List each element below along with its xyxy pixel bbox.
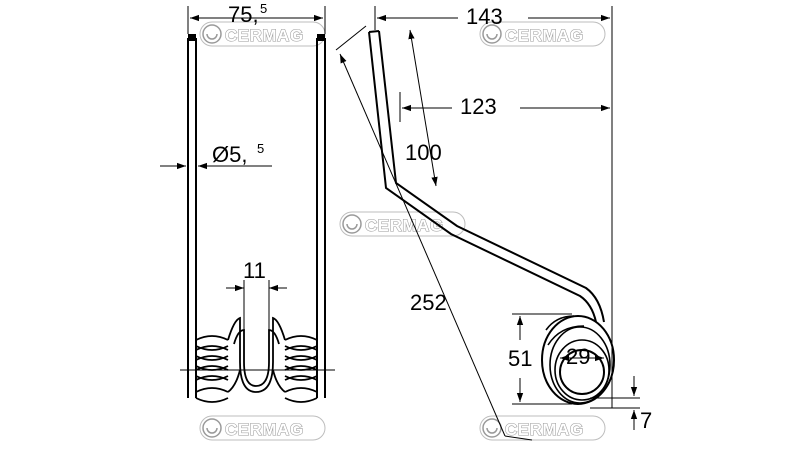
watermark-bottom-left: CERMAG [199,415,326,441]
dim-label-gap: 11 [243,258,266,283]
center-loop [227,316,286,393]
dim-total-length: 252 [335,25,533,441]
dim-upper-leg: 100 [405,29,442,187]
dim-label-7: 7 [640,408,652,433]
tine-outline-right [378,30,605,323]
watermark-top-left: CERMAG [199,21,326,47]
dim-coil-inner: 29 [560,344,604,369]
watermark-text: CERMAG [505,26,584,45]
dim-label-width: 75, [228,2,259,27]
dim-label-width-sup: 5 [260,1,267,16]
watermark-text: CERMAG [225,26,304,45]
right-tine [316,34,326,398]
front-view [180,34,335,403]
left-coil [195,335,229,403]
tine-outline-left [368,31,597,323]
dim-label-diameter-sup: 5 [257,141,264,156]
dim-label-diameter: Ø5, [212,142,247,167]
watermark-text: CERMAG [365,216,444,235]
left-tine [187,34,197,398]
dim-loop-gap: 11 [226,258,287,330]
dim-label-29: 29 [566,344,590,369]
watermark-text: CERMAG [225,420,304,439]
dim-coil-outer: 51 [508,313,572,405]
side-coil [541,315,615,405]
dim-width-outer: 75, 5 [187,1,326,34]
dim-total-width: 143 [374,4,613,408]
right-coil [284,335,318,403]
dim-label-123: 123 [460,94,497,119]
dim-label-51: 51 [508,346,532,371]
dim-wire-diameter: Ø5, 5 [160,141,272,170]
watermark-top-right: CERMAG [479,21,606,47]
watermark-text: CERMAG [505,420,584,439]
dim-label-252: 252 [410,290,447,315]
watermark-bottom-right: CERMAG [479,415,606,441]
dim-arm-reach: 123 [399,92,610,122]
side-view [368,30,615,405]
watermark-center: CERMAG [339,211,466,237]
dim-label-100: 100 [405,140,442,165]
dim-label-143: 143 [466,4,503,29]
dim-offset: 7 [590,376,652,433]
